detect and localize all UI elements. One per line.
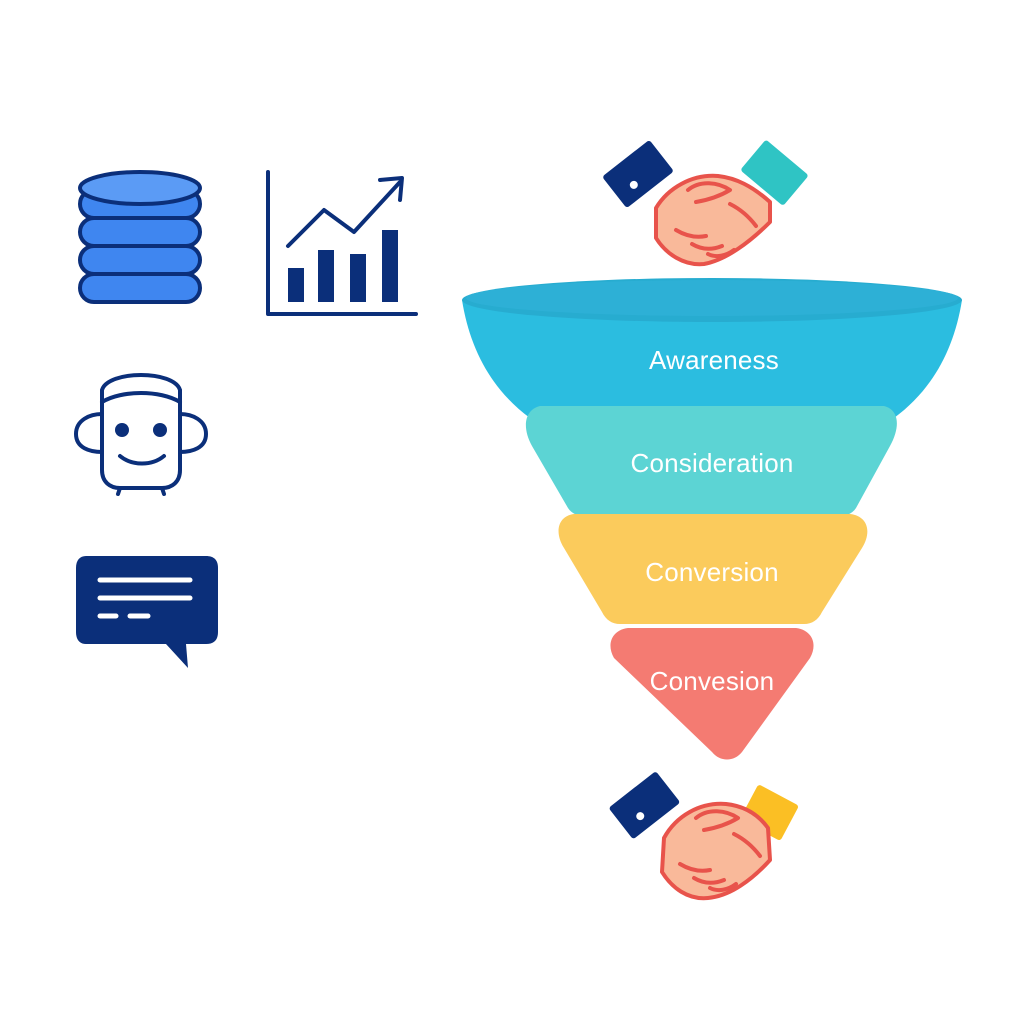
stage-label-consideration: Consideration — [630, 448, 793, 478]
chat-bubble-icon — [76, 556, 218, 668]
database-icon — [78, 170, 202, 304]
growth-chart-icon — [266, 170, 418, 316]
funnel-stage-consideration: Consideration — [525, 406, 897, 516]
funnel-stage-awareness: Awareness — [462, 278, 962, 418]
funnel-stage-convesion: Convesion — [610, 628, 814, 760]
handshake-bottom-icon — [609, 772, 798, 901]
stage-label-conversion: Conversion — [645, 557, 779, 587]
funnel-stage-conversion: Conversion — [558, 514, 868, 624]
stage-label-convesion: Convesion — [650, 666, 775, 696]
robot-icon — [73, 373, 209, 496]
handshake-top-icon — [603, 140, 808, 267]
stage-label-awareness: Awareness — [649, 345, 779, 375]
